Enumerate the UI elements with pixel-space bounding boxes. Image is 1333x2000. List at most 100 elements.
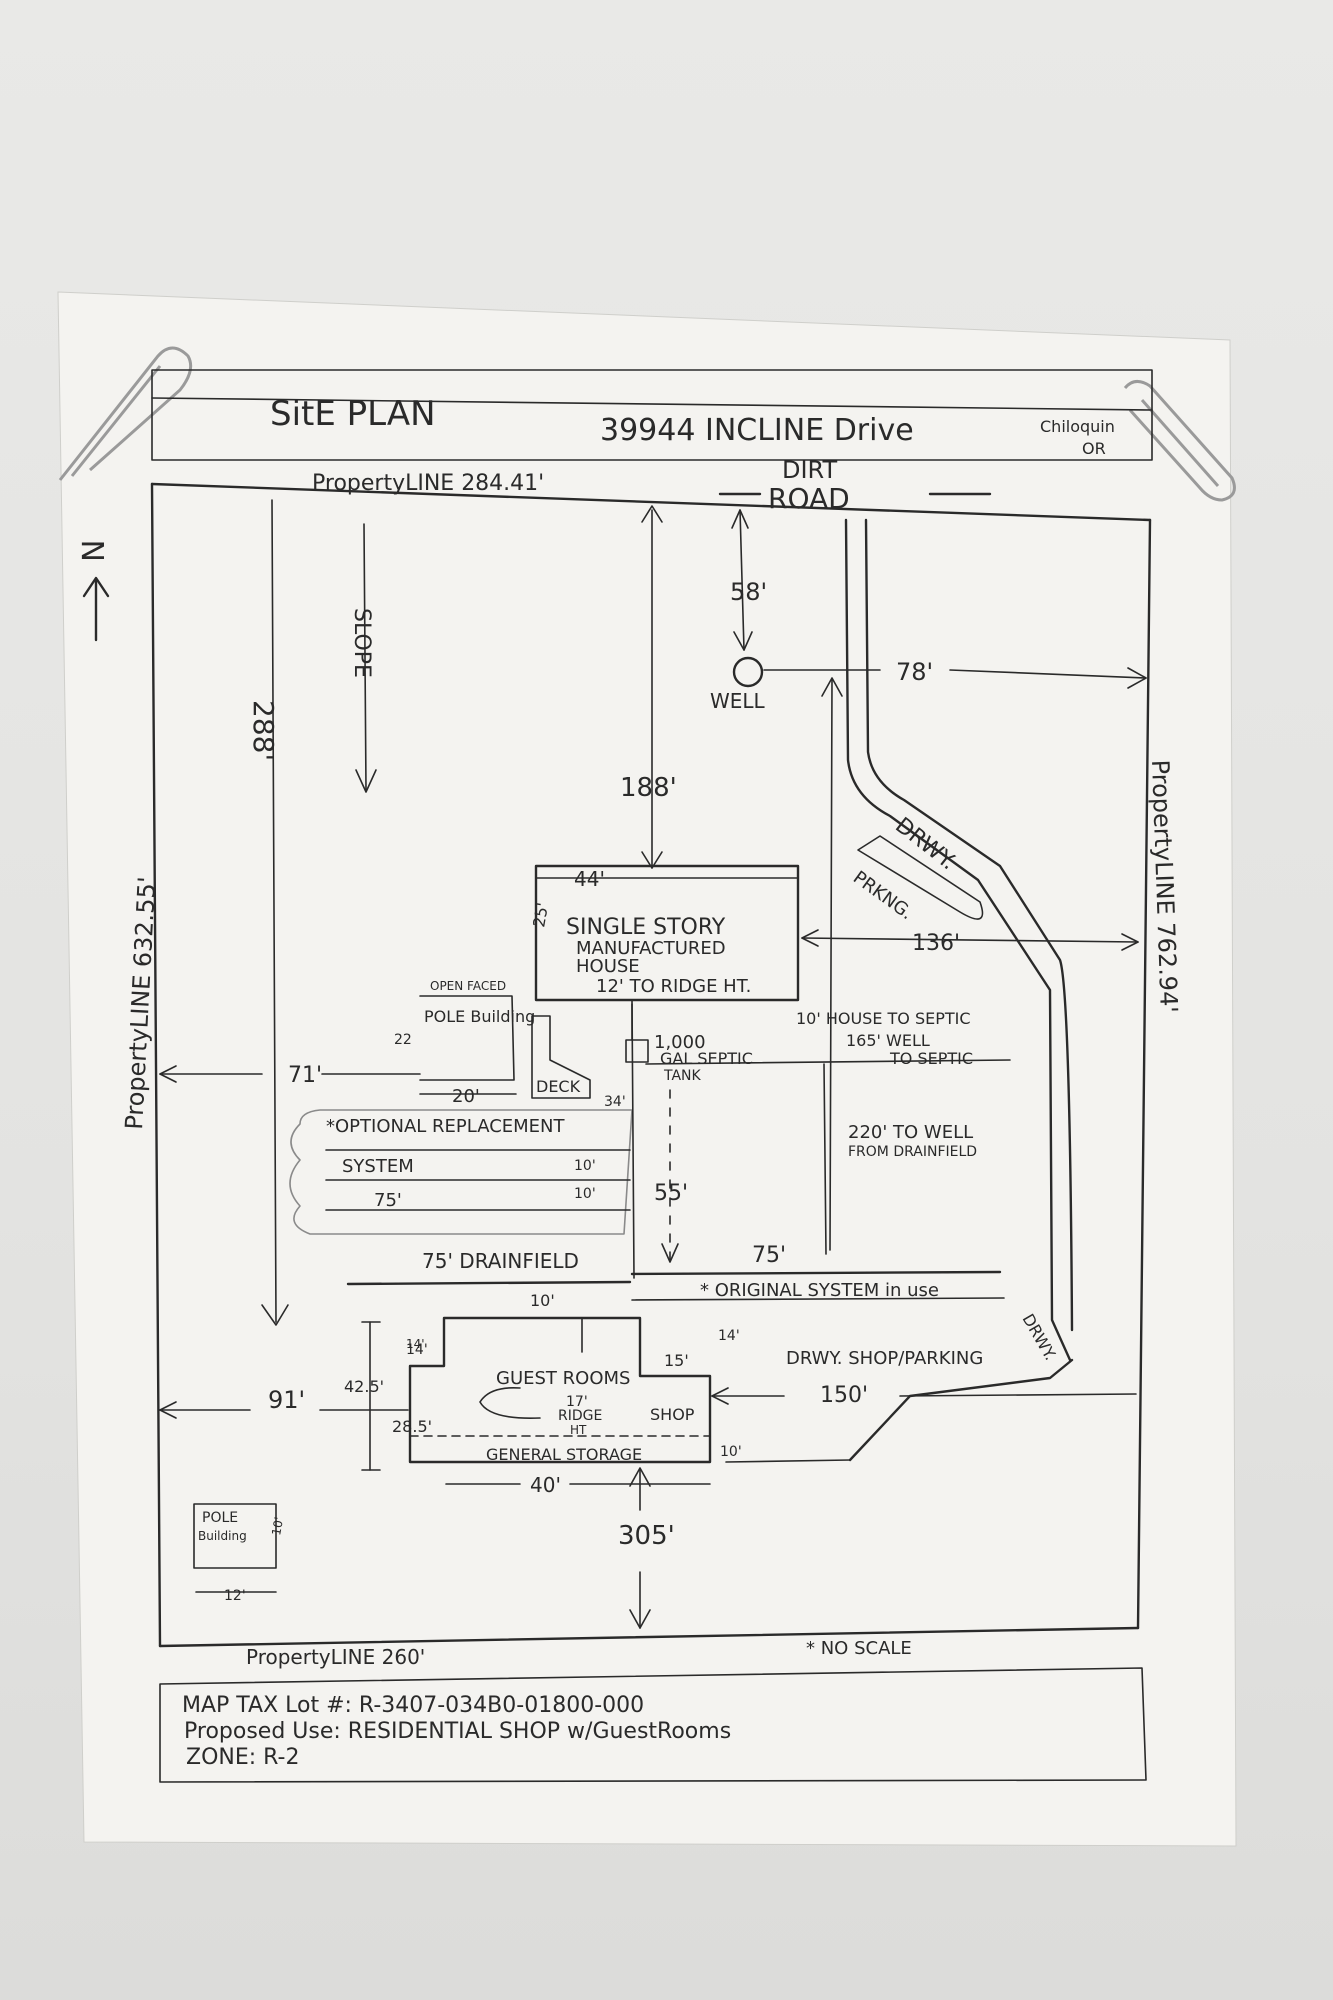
svg-text:17': 17' [566,1394,588,1410]
no-scale-label: * NO SCALE [806,1638,912,1659]
svg-text:*OPTIONAL REPLACEMENT: *OPTIONAL REPLACEMENT [326,1116,566,1137]
svg-text:15': 15' [664,1351,689,1370]
well-from-drain-1: 220' TO WELL [848,1122,973,1143]
svg-text:75': 75' [752,1243,786,1268]
svg-text:14': 14' [718,1328,740,1344]
svg-text:20': 20' [452,1086,480,1107]
dimension-55: 55' [654,1089,688,1263]
svg-text:91': 91' [268,1386,305,1414]
svg-text:HT: HT [570,1423,587,1437]
dimension-288: 288' [247,499,289,1326]
dimension-40: 40' [445,1473,711,1497]
svg-text:78': 78' [896,658,933,686]
paperclip-right-icon [1123,380,1236,502]
dimension-91: 91' [159,1386,409,1419]
svg-text:28.5': 28.5' [392,1417,432,1436]
house-to-septic: 10' HOUSE TO SEPTIC [796,1009,971,1028]
paper-sheet [57,291,1237,1847]
shop-building: GUEST ROOMS 17' RIDGE HT SHOP GENERAL ST… [406,1291,742,1464]
svg-text:55': 55' [654,1181,688,1206]
well-to-septic-2: TO SEPTIC [889,1049,973,1068]
svg-text:75' DRAINFIELD: 75' DRAINFIELD [422,1249,579,1273]
svg-text:25': 25' [529,901,552,929]
drainfield: 75' DRAINFIELD 75' * ORIGINAL SYSTEM in … [346,1243,1005,1301]
property-line-bottom: PropertyLINE 260' [246,1645,425,1669]
svg-text:305': 305' [618,1521,675,1551]
well-label: WELL [710,689,766,713]
address-title: 39944 INCLINE Drive [600,413,914,448]
deck: DECK [531,1015,591,1099]
manufactured-house: 44' 25' SINGLE STORY MANUFACTURED HOUSE … [529,864,800,1002]
svg-text:POLE: POLE [202,1510,238,1526]
svg-text:40': 40' [530,1473,561,1497]
svg-text:10': 10' [269,1516,286,1537]
dimension-188: 188' [620,505,677,869]
svg-text:12' TO RIDGE HT.: 12' TO RIDGE HT. [596,976,751,997]
property-boundary [150,482,1152,1648]
svg-text:GENERAL STORAGE: GENERAL STORAGE [486,1445,642,1464]
svg-text:10': 10' [574,1186,596,1202]
slope-arrow: SLOPE [349,523,377,793]
dimension-305: 305' [618,1467,675,1629]
footer-block: MAP TAX Lot #: R-3407-034B0-01800-000 Pr… [159,1667,1147,1783]
tax-lot-line: MAP TAX Lot #: R-3407-034B0-01800-000 [182,1693,644,1718]
svg-text:10': 10' [574,1158,596,1174]
svg-text:DRWY. SHOP/PARKING: DRWY. SHOP/PARKING [786,1348,983,1369]
north-arrow-icon: N [77,540,112,642]
svg-text:10': 10' [720,1444,742,1460]
shop-left-dimensions: 42.5' 14' 28.5' [344,1321,432,1471]
svg-text:GUEST ROOMS: GUEST ROOMS [496,1368,630,1389]
svg-text:1,000: 1,000 [654,1032,706,1053]
svg-text:SHOP: SHOP [650,1405,695,1424]
svg-text:POLE Building: POLE Building [424,1007,535,1026]
svg-text:14': 14' [406,1342,428,1358]
proposed-use-line: Proposed Use: RESIDENTIAL SHOP w/GuestRo… [184,1719,731,1744]
svg-text:GAL SEPTIC: GAL SEPTIC [660,1049,753,1068]
pole-building-small: POLE Building 10' 12' [193,1503,286,1604]
dimension-71: 71' [159,1063,421,1088]
svg-text:188': 188' [620,773,677,803]
road-label: ROAD [768,482,850,515]
svg-text:58': 58' [730,578,767,606]
svg-text:MANUFACTURED: MANUFACTURED [576,938,726,959]
svg-text:* ORIGINAL SYSTEM in use: * ORIGINAL SYSTEM in use [700,1280,939,1301]
dimension-78: 78' [763,658,1147,689]
state-label: OR [1082,439,1106,458]
optional-replacement-system: *OPTIONAL REPLACEMENT SYSTEM 75' 34' 10'… [289,1094,633,1235]
svg-text:136': 136' [912,931,960,956]
svg-text:42.5': 42.5' [344,1377,384,1396]
pole-building-open-faced: OPEN FACED POLE Building 22 20' [394,979,535,1107]
svg-text:SINGLE STORY: SINGLE STORY [566,915,726,940]
svg-text:14': 14' [406,1337,425,1351]
drwy-shop-parking: DRWY. SHOP/PARKING 150' [711,1348,1137,1463]
svg-text:SYSTEM: SYSTEM [342,1156,414,1177]
svg-text:10': 10' [530,1291,555,1310]
zone-line: ZONE: R-2 [186,1745,299,1770]
svg-text:150': 150' [820,1383,868,1408]
svg-text:HOUSE: HOUSE [576,956,640,977]
svg-text:N: N [77,540,112,562]
city-label: Chiloquin [1040,417,1115,436]
svg-text:12': 12' [224,1588,246,1604]
svg-text:TANK: TANK [663,1068,702,1084]
well-from-drain-2: FROM DRAINFIELD [848,1144,977,1160]
svg-text:RIDGE: RIDGE [558,1408,602,1424]
svg-text:75': 75' [374,1190,402,1211]
paperclip-left-icon [58,346,193,481]
svg-text:71': 71' [288,1063,322,1088]
svg-text:22: 22 [394,1032,412,1048]
property-line-top: PropertyLINE 284.41' [312,471,544,496]
svg-text:288': 288' [247,700,280,761]
svg-text:44': 44' [574,867,605,891]
dimension-136: 136' [801,929,1139,956]
svg-text:34': 34' [604,1094,626,1110]
svg-text:Building: Building [198,1529,247,1543]
well-to-septic-1: 165' WELL [846,1031,930,1050]
well-icon [732,656,764,688]
svg-text:OPEN FACED: OPEN FACED [430,979,506,993]
title-block: SitE PLAN 39944 INCLINE Drive Chiloquin … [151,369,1153,461]
dimension-58: 58' [730,509,767,651]
svg-text:DECK: DECK [536,1077,581,1096]
site-plan-title: SitE PLAN [270,394,436,434]
